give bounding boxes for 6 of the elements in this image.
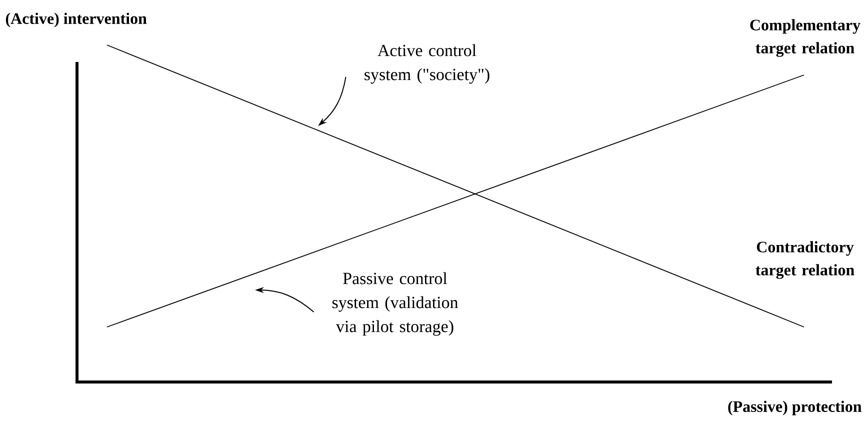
curve-label: Passive control system (validation via pilot storage) — [332, 272, 458, 336]
axis-label: Contradictory target relation — [756, 241, 854, 279]
axis-label: (Active) intervention — [6, 12, 147, 28]
curve-label: Active control system ("society") — [364, 44, 490, 84]
axis-label: Complementary target relation — [750, 19, 860, 57]
axis-label: (Passive) protection — [728, 400, 862, 416]
